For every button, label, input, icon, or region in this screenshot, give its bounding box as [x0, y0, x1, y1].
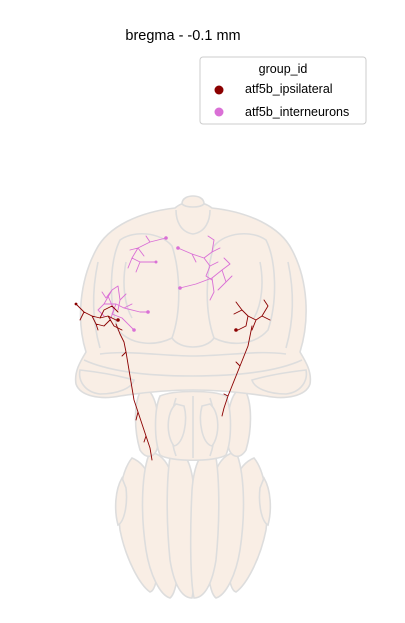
legend-marker-ipsilateral	[214, 85, 224, 95]
interneuron-soma	[164, 236, 168, 240]
legend-label-ipsilateral: atf5b_ipsilateral	[245, 82, 333, 96]
olfactory-bulb	[181, 195, 205, 208]
brain-outline	[74, 195, 312, 599]
ipsilateral-arbor-right	[233, 299, 271, 331]
ipsilateral-soma	[74, 302, 78, 306]
legend-frame	[199, 56, 367, 125]
medulla-lobe-right	[199, 403, 219, 447]
medulla-region	[134, 390, 252, 461]
hindbrain-lobes	[114, 447, 272, 599]
cerebellum-boundary	[83, 359, 303, 377]
inner-lobe-left	[123, 261, 133, 319]
interneuron-soma	[146, 310, 150, 314]
midbrain-boundary	[99, 351, 287, 357]
neuron-traces	[74, 235, 271, 461]
inner-lobe-right	[253, 261, 263, 319]
cerebellar-lobe-right	[251, 369, 308, 395]
figure-title: bregma - -0.1 mm	[125, 28, 240, 44]
ipsilateral-soma	[116, 318, 120, 322]
ipsilateral-axon-left	[115, 323, 153, 461]
legend-label-interneurons: atf5b_interneurons	[245, 105, 349, 119]
interneuron-arbor-center	[177, 235, 221, 281]
forebrain-midbrain	[74, 195, 312, 399]
interneuron-soma	[178, 286, 182, 290]
interneuron-soma	[154, 260, 158, 264]
hindbrain-side-left	[114, 476, 128, 527]
cerebellar-lobe-left	[78, 369, 135, 395]
interneuron-arbor-right	[179, 257, 233, 301]
interneuron-soma	[132, 328, 136, 332]
ipsilateral-axon-right	[221, 325, 253, 417]
telencephalon-boundary	[175, 209, 211, 235]
interneuron-arbor-left-lower	[97, 285, 149, 331]
legend: group_id atf5b_ipsilateral atf5b_interne…	[199, 56, 367, 125]
brain-main-body	[74, 201, 312, 399]
interneuron-arbor-left-upper	[127, 235, 167, 273]
interneuron-soma	[176, 246, 180, 250]
ipsilateral-soma	[234, 328, 238, 332]
ipsilateral-traces	[74, 299, 271, 461]
diencephalon-boundary	[171, 337, 215, 348]
lateral-boundary-right	[285, 261, 294, 349]
legend-title: group_id	[259, 62, 308, 76]
legend-marker-interneurons	[214, 107, 224, 117]
hindbrain-inner-right	[189, 447, 220, 599]
hindbrain-side-right	[258, 476, 272, 527]
interneuron-traces	[97, 235, 233, 332]
lateral-boundary-left	[92, 261, 101, 349]
ipsilateral-arbor-left	[75, 303, 123, 331]
medulla-lobe-left	[167, 403, 187, 447]
